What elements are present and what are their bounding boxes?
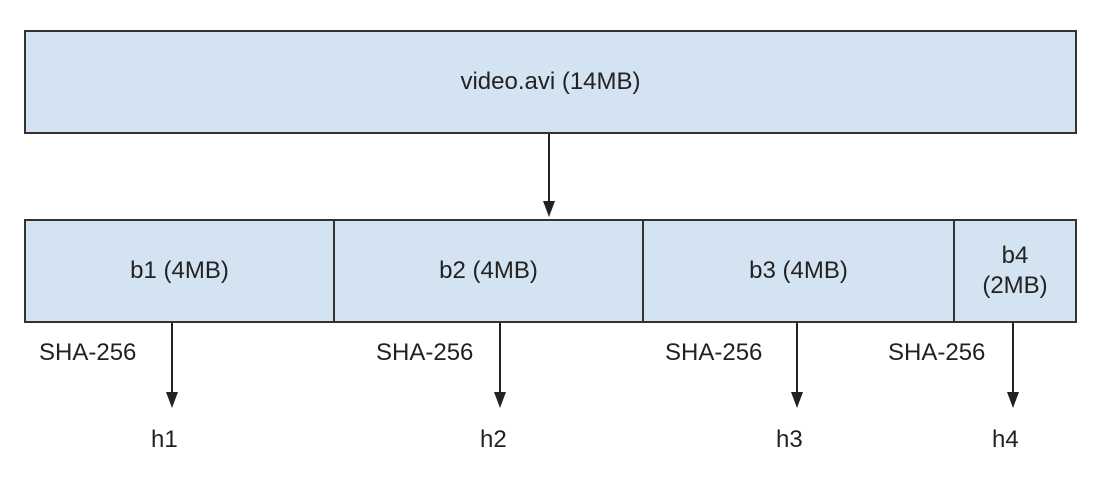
- block-b3: b3 (4MB): [644, 221, 955, 321]
- hash-function-label-4: SHA-256: [888, 339, 986, 366]
- hash-output-h2: h2: [480, 426, 507, 453]
- hash-function-label-3: SHA-256: [665, 339, 763, 366]
- hash-arrow-1: [166, 323, 178, 408]
- split-arrow: [543, 134, 555, 217]
- hash-output-h3: h3: [776, 426, 803, 453]
- hash-function-label-2: SHA-256: [376, 339, 474, 366]
- hash-arrow-3: [791, 323, 803, 408]
- file-box: video.avi (14MB): [24, 30, 1077, 134]
- block-b1-label: b1 (4MB): [130, 257, 229, 284]
- hash-output-h4: h4: [992, 426, 1019, 453]
- block-b4: b4 (2MB): [955, 221, 1075, 321]
- block-b2: b2 (4MB): [335, 221, 644, 321]
- block-b4-label: b4 (2MB): [982, 242, 1048, 299]
- hash-output-h1: h1: [151, 426, 178, 453]
- block-b1: b1 (4MB): [26, 221, 335, 321]
- block-b2-label: b2 (4MB): [439, 257, 538, 284]
- blocks-row: b1 (4MB) b2 (4MB) b3 (4MB) b4 (2MB): [24, 219, 1077, 323]
- file-label: video.avi (14MB): [460, 68, 641, 95]
- block-b3-label: b3 (4MB): [749, 257, 848, 284]
- hash-arrow-2: [494, 323, 506, 408]
- hash-function-label-1: SHA-256: [39, 339, 137, 366]
- hash-arrow-4: [1007, 323, 1019, 408]
